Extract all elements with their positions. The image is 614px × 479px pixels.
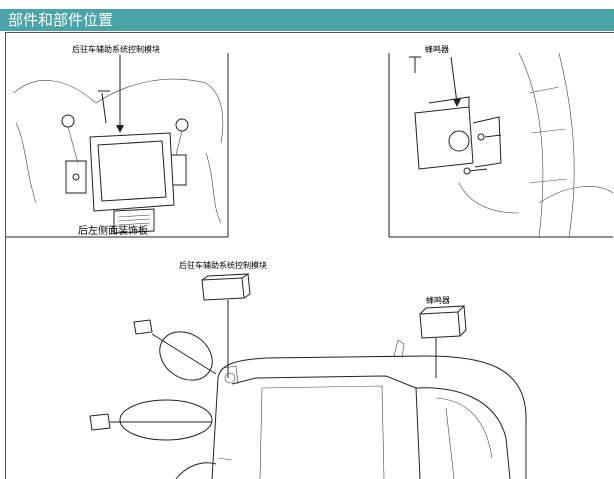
page-title: 部件和部件位置 <box>0 9 614 31</box>
trim-panel-label: 后左侧面装饰板 <box>78 226 148 237</box>
buzzer-drawing <box>388 52 614 238</box>
vehicle-module-label: 后驻车辅助系统控制模块 <box>179 261 267 270</box>
module-label: 后驻车辅助系统控制模块 <box>72 45 160 54</box>
buzzer-detail-figure: 蜂鸣器 <box>388 33 614 238</box>
vehicle-layout-figure: 后驻车辅助系统控制模块 蜂鸣器 <box>6 238 614 479</box>
module-detail-figure: 后驻车辅助系统控制模块 后左侧面装饰板 <box>6 33 229 238</box>
figure-frame <box>5 32 614 479</box>
vehicle-buzzer-label: 蜂鸣器 <box>426 296 450 305</box>
vehicle-drawing <box>89 273 527 479</box>
module-drawing <box>6 53 229 238</box>
buzzer-label: 蜂鸣器 <box>425 45 449 54</box>
